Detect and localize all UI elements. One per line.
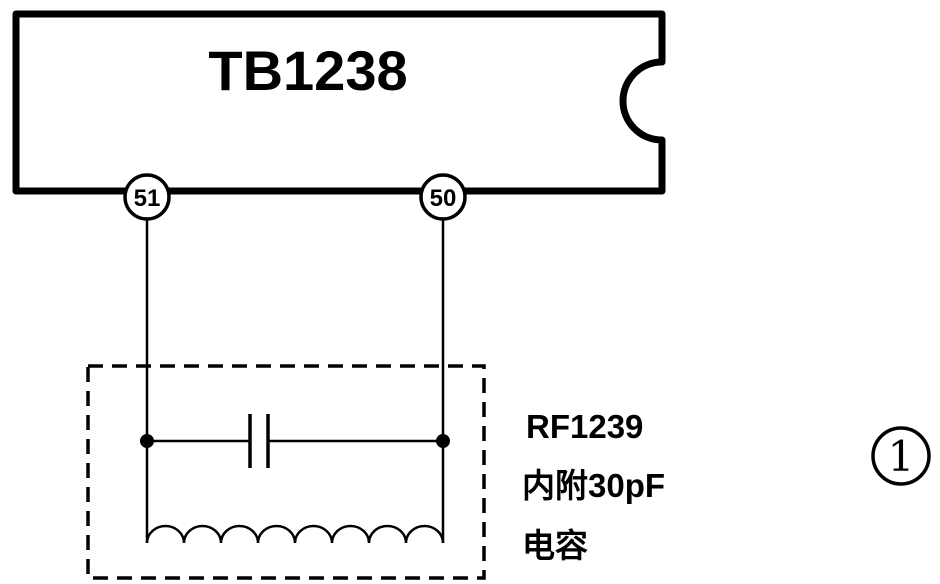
pin-51-circle [123,173,171,221]
component-label-line2: 内附30pF [522,467,665,504]
ic-body-outline [12,10,666,195]
component-boundary-box [86,364,486,580]
pin-50-circle [419,173,467,221]
figure-number-text: 1 [888,432,915,481]
junction-dot-left [140,434,154,448]
figure-number-circle [871,426,931,486]
component-label-line1: RF1239 [526,408,643,445]
pin-50-number: 50 [430,185,457,212]
junction-dot-right [436,434,450,448]
component-label-line3: 电容 [522,527,588,564]
ic-label: TB1238 [208,39,407,102]
inductor-coil [145,524,445,544]
pin-51-number: 51 [134,185,161,212]
